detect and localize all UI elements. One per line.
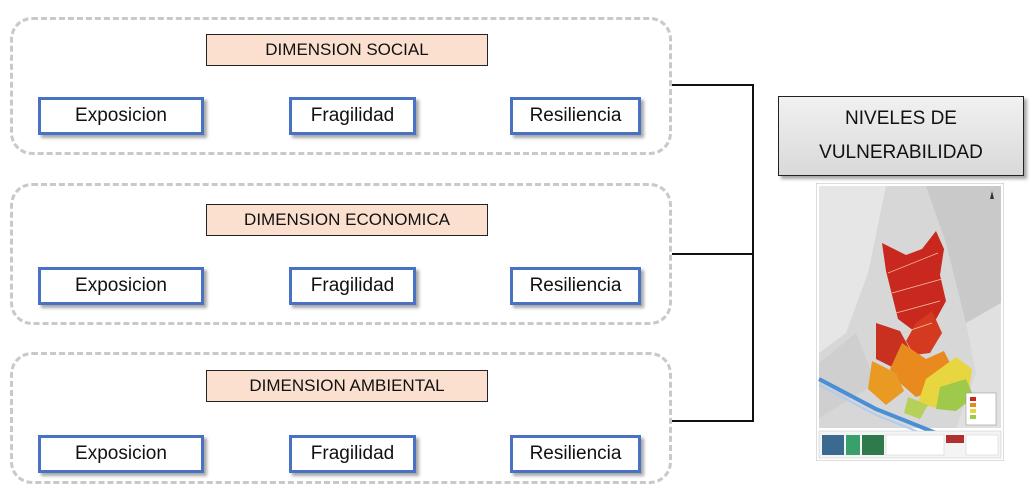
niveles-vulnerabilidad-box: NIVELES DE VULNERABILIDAD (778, 96, 1024, 176)
economica-resiliencia-box: Resiliencia (510, 267, 641, 305)
ambiental-exposicion-box: Exposicion (38, 435, 204, 473)
dimension-social-group (10, 17, 672, 155)
social-resiliencia-box: Resiliencia (510, 97, 641, 135)
ambiental-resiliencia-box: Resiliencia (510, 435, 641, 473)
dimension-social-title: DIMENSION SOCIAL (206, 34, 488, 66)
levels-line-1: NIVELES DE (845, 108, 957, 129)
dimension-economica-title: DIMENSION ECONOMICA (206, 204, 488, 236)
dimension-ambiental-title: DIMENSION AMBIENTAL (206, 370, 488, 402)
economica-fragilidad-box: Fragilidad (289, 267, 416, 305)
dimension-ambiental-group (10, 352, 672, 484)
levels-line-2: VULNERABILIDAD (819, 142, 983, 163)
economica-exposicion-box: Exposicion (38, 267, 204, 305)
ambiental-fragilidad-box: Fragilidad (289, 435, 416, 473)
connector-ambiental (672, 420, 754, 422)
social-exposicion-box: Exposicion (38, 97, 204, 135)
vulnerability-map-thumbnail (816, 183, 1004, 461)
connector-vertical (752, 84, 754, 422)
connector-social (672, 84, 754, 86)
dimension-economica-group (10, 183, 672, 325)
social-fragilidad-box: Fragilidad (289, 97, 416, 135)
connector-economica (672, 253, 754, 255)
